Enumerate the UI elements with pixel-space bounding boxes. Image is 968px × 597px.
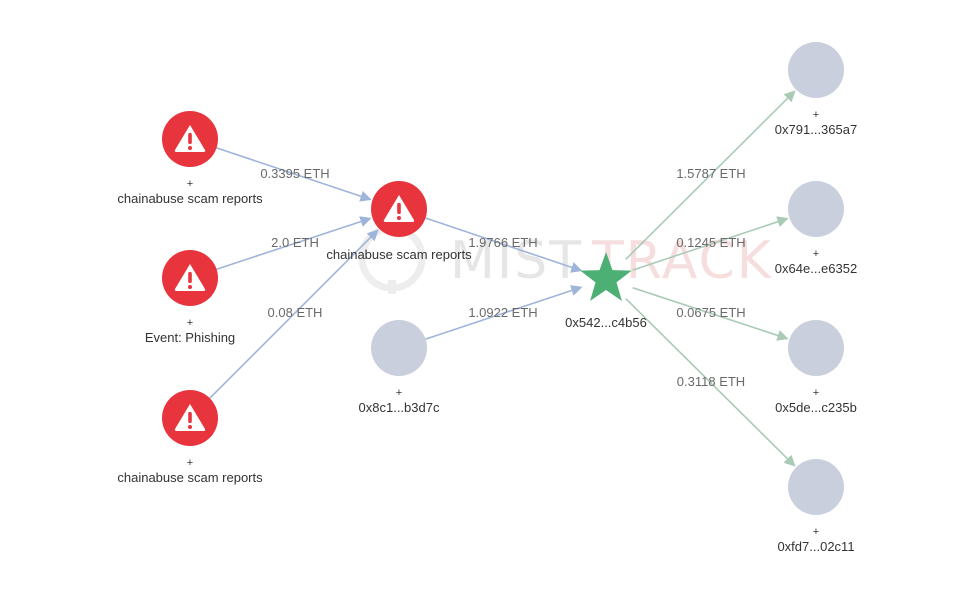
edge-amount-label: 0.08 ETH bbox=[268, 305, 323, 320]
node-src[interactable]: +0x8c1...b3d7c bbox=[359, 320, 440, 415]
edge-amount-label: 1.0922 ETH bbox=[468, 305, 537, 320]
edge-amount-label: 0.1245 ETH bbox=[676, 235, 745, 250]
expand-plus[interactable]: + bbox=[187, 457, 193, 469]
node-label: 0x8c1...b3d7c bbox=[359, 400, 440, 415]
node-label: chainabuse scam reports bbox=[117, 470, 263, 485]
address-node-circle bbox=[788, 320, 844, 376]
edge-target-o1[interactable] bbox=[625, 90, 796, 260]
expand-plus[interactable]: + bbox=[187, 317, 193, 329]
edge-amount-label: 0.3395 ETH bbox=[260, 166, 329, 181]
node-label: 0x542...c4b56 bbox=[565, 315, 647, 330]
edge-n3-hub[interactable] bbox=[209, 229, 379, 399]
node-hub[interactable]: chainabuse scam reports bbox=[326, 181, 472, 262]
address-node-circle bbox=[371, 320, 427, 376]
expand-plus[interactable]: + bbox=[187, 178, 193, 190]
address-node-circle bbox=[788, 42, 844, 98]
node-label: Event: Phishing bbox=[145, 330, 235, 345]
node-label: chainabuse scam reports bbox=[326, 247, 472, 262]
node-label: chainabuse scam reports bbox=[117, 191, 263, 206]
node-n2[interactable]: +Event: Phishing bbox=[145, 250, 235, 345]
node-target[interactable]: 0x542...c4b56 bbox=[565, 252, 647, 330]
edge-hub-target[interactable] bbox=[425, 217, 583, 273]
expand-plus[interactable]: + bbox=[813, 109, 819, 121]
warning-icon bbox=[174, 264, 206, 291]
expand-plus[interactable]: + bbox=[813, 526, 819, 538]
edge-target-o3[interactable] bbox=[632, 286, 789, 341]
node-o2[interactable]: +0x64e...e6352 bbox=[775, 181, 857, 276]
warning-icon bbox=[174, 125, 206, 152]
node-o4[interactable]: +0xfd7...02c11 bbox=[777, 459, 855, 554]
edge-amount-label: 1.9766 ETH bbox=[468, 235, 537, 250]
edge-n1-hub[interactable] bbox=[216, 147, 372, 202]
star-icon bbox=[580, 252, 632, 301]
edge-target-o4[interactable] bbox=[625, 298, 796, 467]
expand-plus[interactable]: + bbox=[396, 387, 402, 399]
edge-src-target[interactable] bbox=[425, 285, 583, 340]
node-o3[interactable]: +0x5de...c235b bbox=[775, 320, 857, 415]
edge-n2-hub[interactable] bbox=[216, 216, 372, 270]
edge-amount-label: 2.0 ETH bbox=[271, 235, 319, 250]
address-node-circle bbox=[788, 459, 844, 515]
watermark-text-right: TRACK bbox=[591, 231, 773, 291]
address-node-circle bbox=[788, 181, 844, 237]
expand-plus[interactable]: + bbox=[813, 387, 819, 399]
node-label: 0xfd7...02c11 bbox=[777, 539, 854, 554]
edge-amount-label: 1.5787 ETH bbox=[676, 166, 745, 181]
node-n3[interactable]: +chainabuse scam reports bbox=[117, 390, 263, 485]
node-label: 0x64e...e6352 bbox=[775, 261, 857, 276]
edge-labels-layer: 0.3395 ETH 2.0 ETH 0.08 ETH 1.9766 ETH 1.092… bbox=[260, 166, 745, 389]
warning-icon bbox=[383, 195, 415, 222]
node-label: 0x791...365a7 bbox=[775, 122, 857, 137]
expand-plus[interactable]: + bbox=[813, 248, 819, 260]
node-n1[interactable]: +chainabuse scam reports bbox=[117, 111, 263, 206]
edge-amount-label: 0.3118 ETH bbox=[677, 374, 745, 389]
watermark-text-left: MIST bbox=[450, 231, 583, 291]
node-o1[interactable]: +0x791...365a7 bbox=[775, 42, 857, 137]
edge-target-o2[interactable] bbox=[632, 216, 789, 271]
mistrack-watermark: MIST TRACK bbox=[358, 224, 773, 294]
edges-layer bbox=[209, 90, 796, 467]
node-label: 0x5de...c235b bbox=[775, 400, 857, 415]
warning-icon bbox=[174, 404, 206, 431]
edge-amount-label: 0.0675 ETH bbox=[676, 305, 745, 320]
nodes-layer: +chainabuse scam reports+Event: Phishing… bbox=[117, 42, 857, 554]
